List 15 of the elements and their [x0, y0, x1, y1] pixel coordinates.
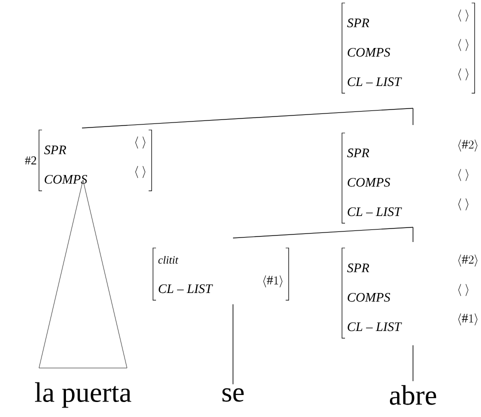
feature-matrix: SPR $\langle\#2\rangle$ COMPS $\langle\;\rangle$ CL – LIST $\langle\;\rangle$ — [342, 132, 478, 224]
tree-branch — [232, 304, 234, 385]
tree-branch — [82, 108, 414, 128]
tree-branch — [412, 108, 414, 126]
word-label: abre — [390, 385, 436, 405]
tree-branch — [412, 226, 414, 242]
word-label: se — [222, 388, 244, 402]
tree-branch — [412, 344, 414, 382]
feature-matrix: SPR $\langle\;\rangle$ COMPS $\langle\;\rangle$ — [38, 130, 152, 192]
feature-matrix: SPR $\langle\;\rangle$ COMPS $\langle\;\rangle$ CL – LIST $\langle\;\rangle$ — [342, 2, 475, 94]
feature-matrix: clitit CL – LIST $\langle\#1\rangle$ — [152, 248, 290, 300]
feature-matrix: SPR $\langle\#2\rangle$ COMPS $\langle\;\rangle$ CL – LIST $\langle\#1\rangle$ — [342, 248, 478, 339]
tree-branch — [232, 226, 414, 238]
tag-label: #2 — [25, 156, 36, 164]
word-label: la puerta — [34, 382, 132, 408]
